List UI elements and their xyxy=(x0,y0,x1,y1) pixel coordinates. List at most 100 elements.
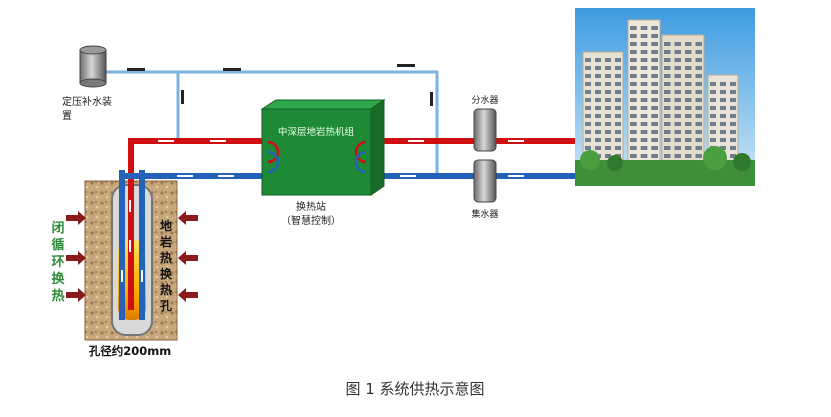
building-window xyxy=(674,50,681,54)
building-window xyxy=(674,66,681,70)
building-window xyxy=(685,50,692,54)
building-window xyxy=(720,98,726,102)
building-window xyxy=(640,146,648,150)
building-window xyxy=(710,114,716,118)
building-window xyxy=(730,138,736,142)
hole-char: 热 xyxy=(160,250,172,265)
building-window xyxy=(630,138,637,142)
building-window xyxy=(605,106,611,110)
building-window xyxy=(595,138,601,142)
building-window xyxy=(595,90,601,94)
building-window xyxy=(630,26,637,30)
building-window xyxy=(664,82,671,86)
building-window xyxy=(685,138,692,142)
arrow-right-icon xyxy=(66,211,86,225)
building-window xyxy=(730,154,736,158)
building-window xyxy=(595,66,601,70)
building-window xyxy=(585,114,591,118)
building-window xyxy=(685,106,692,110)
building-window xyxy=(651,66,658,70)
building-window xyxy=(605,74,611,78)
building-window xyxy=(730,114,736,118)
building-window xyxy=(664,74,671,78)
building-window xyxy=(630,130,637,134)
figure-caption: 图 1 系统供热示意图 xyxy=(345,380,484,398)
building-window xyxy=(730,82,736,86)
building-window xyxy=(615,66,621,70)
building-window xyxy=(605,154,611,158)
building-window xyxy=(585,58,591,62)
building-window xyxy=(685,58,692,62)
building-window xyxy=(615,138,621,142)
building-window xyxy=(674,42,681,46)
pressure-device-label-2: 置 xyxy=(62,110,72,122)
building-window xyxy=(640,130,648,134)
building-window xyxy=(664,98,671,102)
building-window xyxy=(651,122,658,126)
water-collector xyxy=(473,159,497,203)
building-window xyxy=(695,114,702,118)
building-window xyxy=(630,34,637,38)
flow-marker-icon xyxy=(430,92,433,106)
building-window xyxy=(685,122,692,126)
heat-hole-label: 地 岩 热 换 热 孔 xyxy=(159,218,173,313)
loop-char: 换 xyxy=(51,271,65,287)
building-window xyxy=(674,122,681,126)
hole-char: 岩 xyxy=(159,234,172,249)
station-sublabel: （智慧控制） xyxy=(281,214,341,227)
residential-buildings-image xyxy=(575,8,755,186)
building-window xyxy=(595,98,601,102)
building-window xyxy=(664,50,671,54)
building-window xyxy=(730,122,736,126)
building-window xyxy=(615,146,621,150)
building-window xyxy=(605,58,611,62)
flow-marker-icon xyxy=(181,90,184,104)
building-window xyxy=(710,138,716,142)
building-window xyxy=(640,90,648,94)
building-window xyxy=(695,50,702,54)
building-window xyxy=(720,146,726,150)
flow-marker-icon xyxy=(127,68,145,71)
heat-pump-unit xyxy=(260,99,386,196)
building-window xyxy=(710,130,716,134)
building-window xyxy=(640,82,648,86)
building-window xyxy=(664,42,671,46)
heat-pump-unit-label: 中深层地岩热机组 xyxy=(278,126,355,138)
building-window xyxy=(585,130,591,134)
building-window xyxy=(674,106,681,110)
building-window xyxy=(710,90,716,94)
station-label: 换热站 xyxy=(296,200,326,213)
building-window xyxy=(630,122,637,126)
building-window xyxy=(640,50,648,54)
building-window xyxy=(630,114,637,118)
building-window xyxy=(630,50,637,54)
building-window xyxy=(710,82,716,86)
building-window xyxy=(720,82,726,86)
building-window xyxy=(630,90,637,94)
building-window xyxy=(615,74,621,78)
building-window xyxy=(585,146,591,150)
building-window xyxy=(720,138,726,142)
building-window xyxy=(695,90,702,94)
building-window xyxy=(720,130,726,134)
building-window xyxy=(605,66,611,70)
borehole-cold-pipe xyxy=(119,170,125,320)
building-window xyxy=(685,146,692,150)
building-window xyxy=(585,122,591,126)
building-window xyxy=(720,122,726,126)
building-window xyxy=(695,66,702,70)
arrow-right-icon xyxy=(66,251,86,265)
collector-label: 集水器 xyxy=(471,208,498,220)
loop-char: 热 xyxy=(51,288,64,304)
building-window xyxy=(695,138,702,142)
borehole-hot-pipe xyxy=(128,150,134,310)
building-window xyxy=(664,154,671,158)
building-window xyxy=(651,26,658,30)
building-window xyxy=(595,130,601,134)
building-window xyxy=(685,114,692,118)
building-window xyxy=(664,130,671,134)
building-window xyxy=(630,106,637,110)
building-window xyxy=(615,106,621,110)
building-window xyxy=(640,98,648,102)
building-window xyxy=(585,66,591,70)
